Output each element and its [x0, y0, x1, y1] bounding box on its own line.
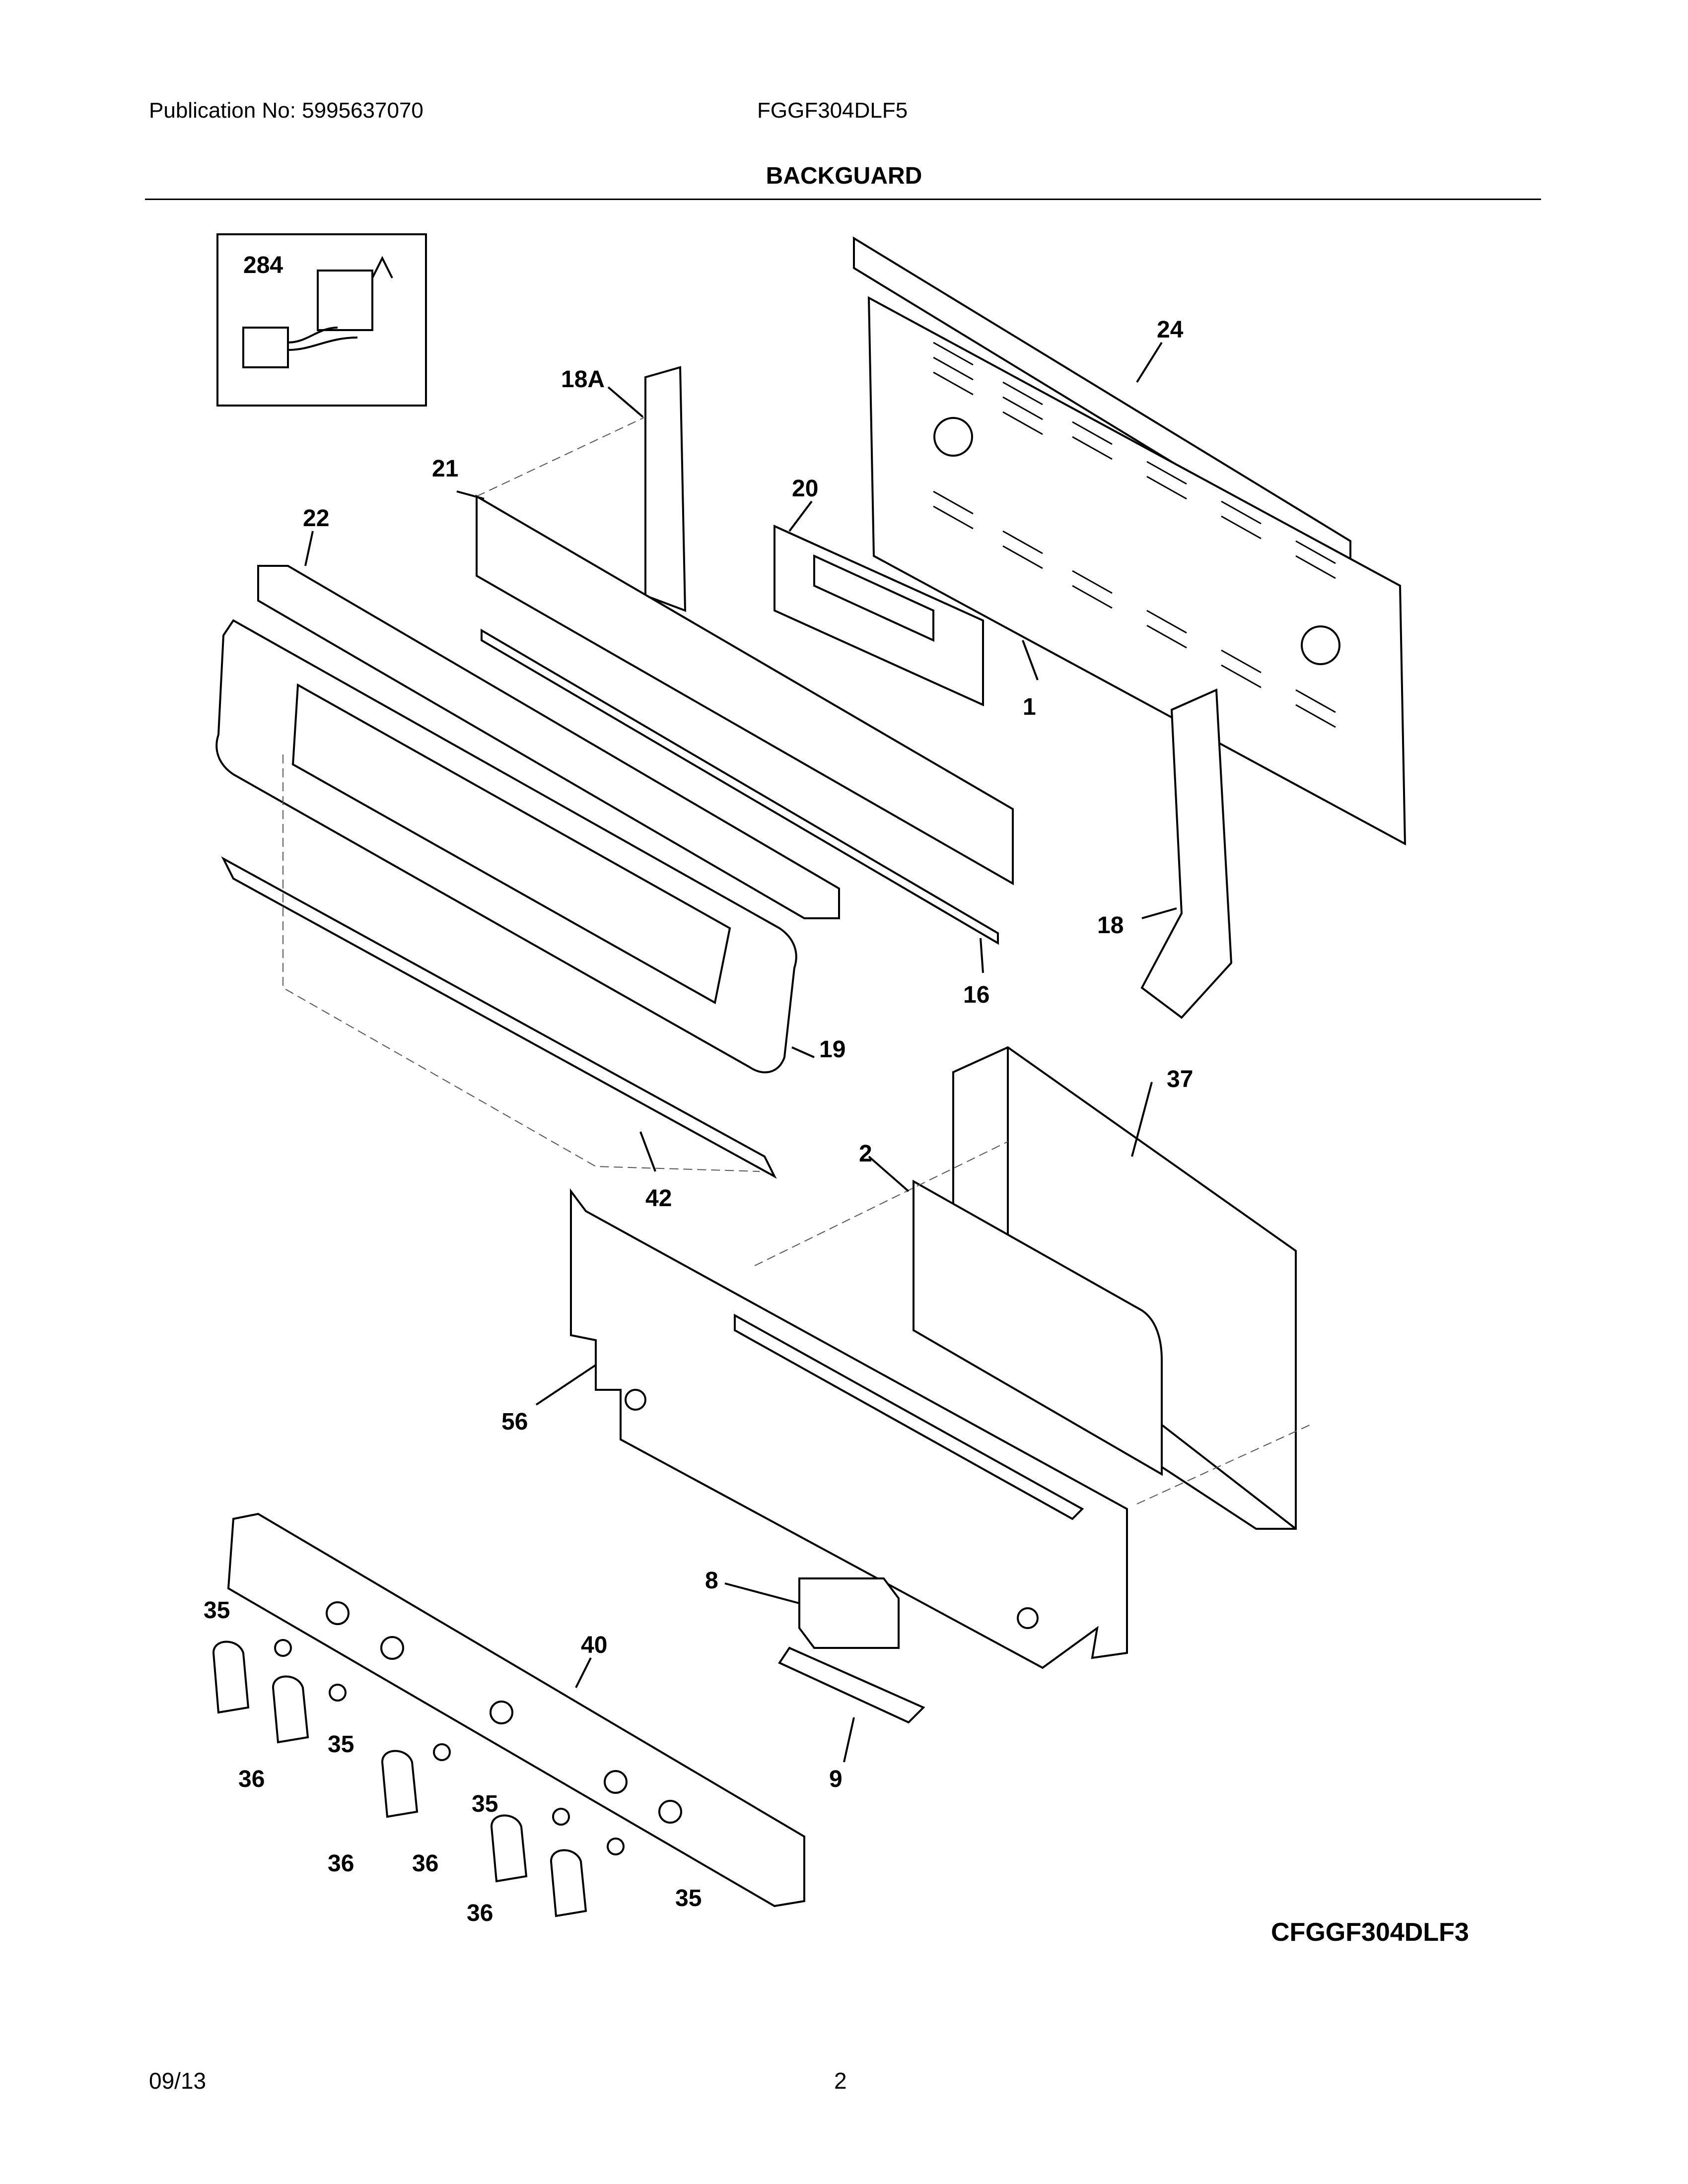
publication-number: Publication No: 5995637070	[149, 98, 423, 123]
callout-9: 9	[829, 1766, 843, 1792]
callout-2: 2	[859, 1141, 872, 1167]
callout-labels: 1 2 8 9 16 18 18A 19 20 21 22 24 35 35 3…	[204, 317, 1193, 1926]
washers-35	[274, 1639, 625, 1855]
callout-19: 19	[819, 1036, 845, 1063]
knobs-36	[212, 1640, 587, 1917]
callout-40: 40	[581, 1632, 607, 1658]
assembly-lines	[282, 416, 1311, 1504]
callout-42: 42	[645, 1185, 672, 1212]
callout-18: 18	[1097, 912, 1124, 939]
part-16-trim-strip	[481, 628, 999, 945]
wire-harness-part	[242, 256, 393, 368]
part-19-backguard-frame	[215, 619, 797, 1074]
callout-36-b: 36	[328, 1850, 354, 1877]
callout-36-a: 36	[238, 1766, 265, 1792]
callout-35-b: 35	[328, 1731, 354, 1758]
part-9-switch-bracket	[778, 1646, 925, 1724]
part-18a-bracket	[644, 366, 687, 612]
callout-18a: 18A	[561, 366, 605, 393]
part-2-heat-shield	[913, 1179, 1163, 1476]
part-56-back-plate	[570, 1188, 1128, 1669]
inset-284: 284	[216, 233, 427, 407]
callout-35-c: 35	[472, 1791, 498, 1817]
figure-code: CFGGF304DLF3	[1271, 1918, 1469, 1947]
callout-35-d: 35	[675, 1885, 702, 1911]
callout-36-d: 36	[467, 1900, 493, 1926]
part-8-ignition-switch	[798, 1577, 900, 1649]
part-22-top-trim	[257, 565, 840, 919]
callout-35-a: 35	[204, 1597, 230, 1624]
callout-20: 20	[792, 476, 818, 502]
model-number: FGGF304DLF5	[757, 98, 908, 123]
callout-16: 16	[963, 982, 989, 1008]
leader-lines	[304, 341, 1177, 1763]
callout-37: 37	[1167, 1066, 1193, 1092]
footer-page-number: 2	[834, 2068, 847, 2094]
callout-1: 1	[1023, 694, 1036, 720]
vent-slots	[933, 341, 1340, 728]
section-title: BACKGUARD	[766, 163, 922, 189]
part-42-lower-trim	[221, 856, 777, 1179]
inset-frame	[216, 233, 427, 407]
callout-24: 24	[1157, 317, 1184, 343]
callout-56: 56	[501, 1409, 528, 1435]
callout-22: 22	[303, 505, 329, 532]
part-20-control-board	[774, 524, 984, 707]
header-rule	[145, 199, 1541, 200]
callout-284: 284	[243, 252, 283, 278]
part-18-end-bracket	[1140, 688, 1233, 1019]
callout-21: 21	[432, 456, 458, 482]
callout-8: 8	[705, 1568, 718, 1594]
part-21-control-glass	[476, 494, 1014, 886]
callout-36-c: 36	[412, 1850, 438, 1877]
part-24-rear-panel	[853, 236, 1407, 846]
part-40-control-panel	[227, 1512, 805, 1908]
footer-date: 09/13	[149, 2068, 207, 2094]
